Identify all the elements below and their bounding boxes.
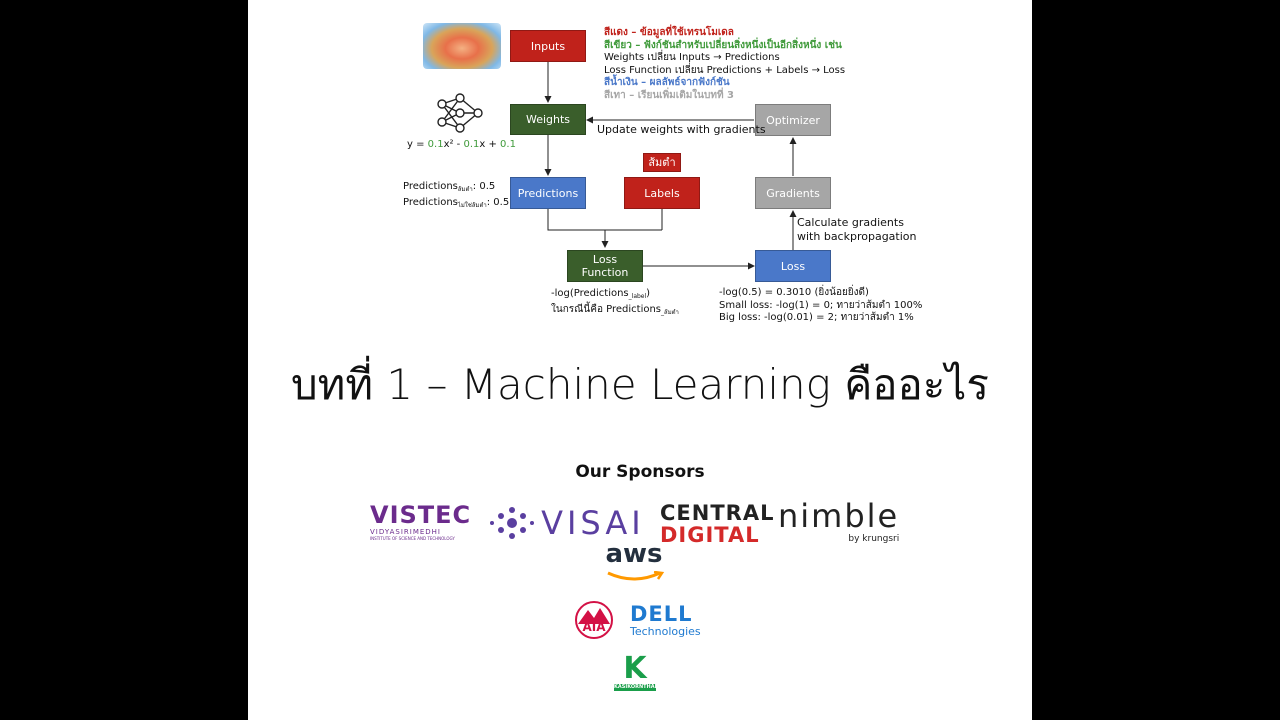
weights-node: Weights <box>510 104 586 135</box>
visai-dots-icon <box>490 507 534 539</box>
central-digital-logo: CENTRAL DIGITAL <box>660 501 775 547</box>
gradients-node: Gradients <box>755 177 831 209</box>
page-title: บทที่ 1 – Machine Learning คืออะไร <box>291 360 989 409</box>
loss-formula: -log(Predictions_label) ในกรณีนี้คือ Pre… <box>551 288 679 316</box>
optimizer-node: Optimizer <box>755 104 831 136</box>
diagram-arrows <box>544 62 797 270</box>
aws-logo: aws <box>602 540 666 587</box>
inputs-node: Inputs <box>510 30 586 62</box>
legend-green: สีเขียว – ฟังก์ชันสำหรับเปลี่ยนสิ่งหนึ่ง… <box>604 39 842 51</box>
dell-logo: DELL Technologies <box>630 602 701 638</box>
weights-equation: y = 0.1x² - 0.1x + 0.1 <box>407 139 516 150</box>
visai-logo: VISAI <box>488 503 645 543</box>
loss-values: -log(0.5) = 0.3010 (ยิ่งน้อยยิ่งดี) Smal… <box>719 287 923 323</box>
nimble-logo: nimble by krungsri <box>778 497 900 544</box>
legend-weights-line: Weights เปลี่ยน Inputs → Predictions <box>604 52 780 63</box>
loss-node: Loss <box>755 250 831 282</box>
aia-mountain-icon <box>575 601 613 639</box>
predictions-values: Predictionsส้มตำ: 0.5 Predictionsไม่ใช่ส… <box>403 181 510 209</box>
neural-network-icon <box>437 93 483 133</box>
aws-smile-icon <box>607 570 665 581</box>
predictions-node: Predictions <box>510 177 586 209</box>
legend-blue: สีน้ำเงิน – ผลลัพธ์จากฟังก์ชัน <box>604 77 730 88</box>
legend-red: สีแดง – ข้อมูลที่ใช้เทรนโมเดล <box>604 27 734 38</box>
sponsors-heading: Our Sponsors <box>575 462 705 482</box>
aia-logo: AIA <box>574 600 614 640</box>
som-tam-image <box>423 23 501 69</box>
legend-loss-line: Loss Function เปลี่ยน Predictions + Labe… <box>604 64 846 76</box>
vistec-logo: VISTEC VIDYASIRIMEDHI INSTITUTE OF SCIEN… <box>370 501 472 541</box>
color-legend: สีแดง – ข้อมูลที่ใช้เทรนโมเดล สีเขียว – … <box>604 27 845 102</box>
slide: y = 0.1x² - 0.1x + 0.1 Inputs Weights Op… <box>248 0 1032 720</box>
label-value-tag: ส้มตำ <box>643 153 681 172</box>
calc-gradients-label: Calculate gradients with backpropagation <box>797 216 917 243</box>
labels-node: Labels <box>624 177 700 209</box>
update-weights-label: Update weights with gradients <box>597 123 766 136</box>
kasikornthai-logo: K KASIKORNTHAI <box>614 651 657 691</box>
legend-gray: สีเทา – เรียนเพิ่มเติมในบทที่ 3 <box>604 89 734 101</box>
